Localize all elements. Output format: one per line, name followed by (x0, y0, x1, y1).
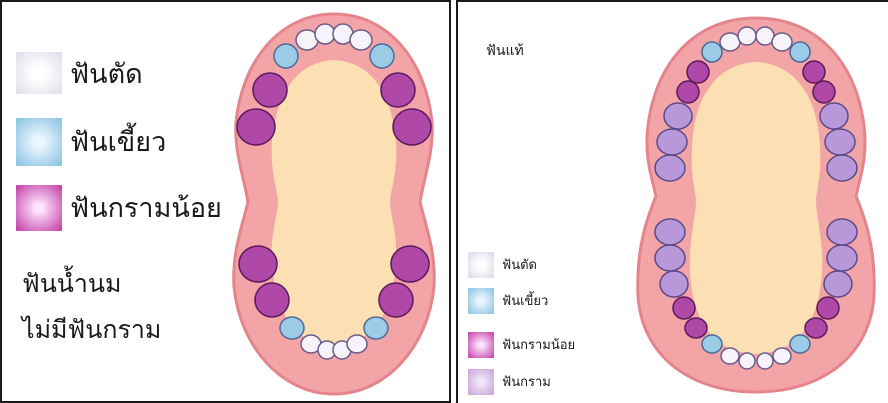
palate (272, 60, 397, 346)
legend-swatch-incisor (16, 52, 62, 94)
legend-swatch-premolar (16, 185, 62, 231)
legend-swatch-canine (16, 118, 62, 166)
primary-teeth-panel: ฟันตัด ฟันเขี้ยว ฟันกรามน้อย ฟันน้ำนม ไม… (0, 0, 451, 403)
legend-swatch-premolar-permanent (468, 332, 494, 358)
legend-label-premolar-permanent: ฟันกรามน้อย (502, 338, 575, 354)
legend-label-incisor-permanent: ฟันตัด (502, 258, 537, 274)
primary-jaw-diagram (214, 2, 451, 402)
permanent-jaw-diagram (626, 6, 886, 401)
legend-label-canine: ฟันเขี้ยว (70, 128, 166, 158)
legend-label-premolar: ฟันกรามน้อย (70, 194, 222, 224)
legend-swatch-molar-permanent (468, 369, 494, 395)
primary-teeth-note-line2: ไม่มีฟันกราม (22, 312, 161, 348)
legend-label-molar-permanent: ฟันกราม (502, 375, 551, 391)
legend-label-canine-permanent: ฟันเขี้ยว (502, 294, 548, 310)
permanent-teeth-title: ฟันแท้ (486, 40, 524, 62)
legend-swatch-incisor-permanent (468, 252, 494, 278)
legend-label-incisor: ฟันตัด (70, 60, 143, 90)
palate-permanent (690, 62, 823, 354)
primary-teeth-note-line1: ฟันน้ำนม (22, 266, 122, 302)
legend-swatch-canine-permanent (468, 288, 494, 314)
permanent-teeth-panel: ฟันแท้ ฟันตัด ฟันเขี้ยว ฟันกรามน้อย ฟันก… (456, 0, 888, 403)
